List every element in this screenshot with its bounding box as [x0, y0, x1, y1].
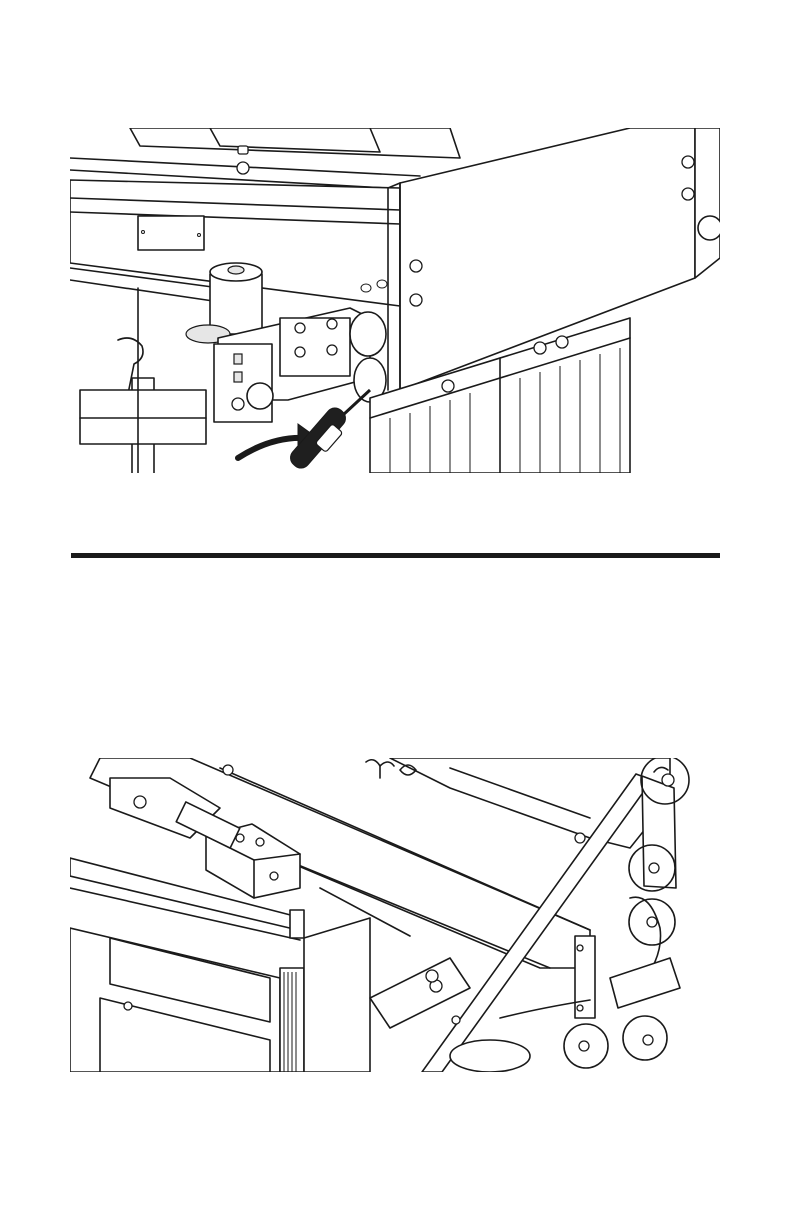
- illustration-pivot-points: [70, 758, 720, 1072]
- lower-panels: [70, 918, 442, 1072]
- illustration-screwdriver-adjustment: [70, 128, 720, 473]
- section-divider: [71, 553, 720, 558]
- latch-hook: [80, 288, 206, 473]
- bottom-hardware: [370, 958, 470, 1028]
- data-plate: [138, 216, 204, 250]
- wing-nut-icon: [366, 760, 394, 778]
